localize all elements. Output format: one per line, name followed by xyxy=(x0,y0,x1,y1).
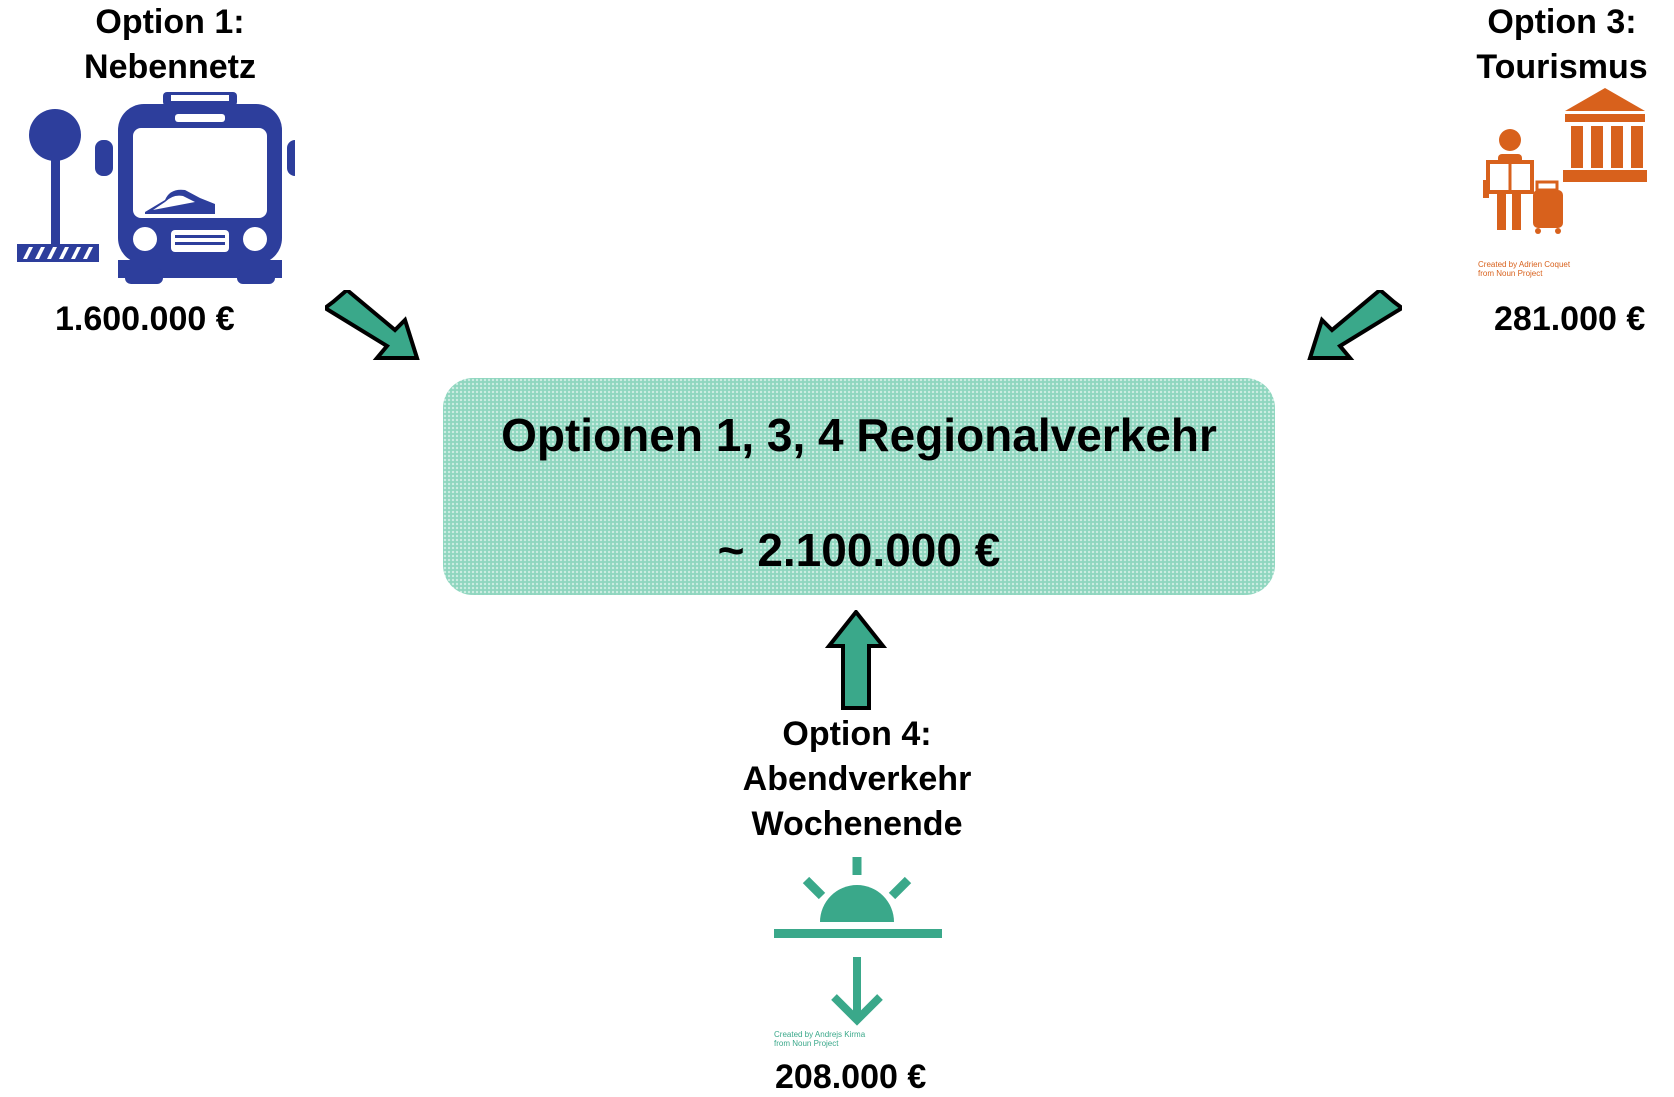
sunset-icon xyxy=(774,857,942,1026)
tourist-icon xyxy=(1483,129,1563,234)
option3-credit: Created by Adrien Coquet from Noun Proje… xyxy=(1478,260,1570,278)
option3-credit-line2: from Noun Project xyxy=(1478,269,1543,278)
option4-label-line1: Option 4: xyxy=(782,715,932,753)
option4-label-line3: Wochenende xyxy=(751,805,963,843)
result-amount: ~ 2.100.000 € xyxy=(717,524,1001,576)
arrow-option1-to-result xyxy=(325,290,420,360)
option3-label: Option 3: Tourismus xyxy=(1450,0,1674,90)
option3-amount: 281.000 € xyxy=(1494,300,1646,338)
option3-label-line2: Tourismus xyxy=(1476,48,1648,86)
option3-credit-line1: Created by Adrien Coquet xyxy=(1478,260,1571,269)
option4-credit: Created by Andrejs Kirma from Noun Proje… xyxy=(774,1030,865,1048)
option3-label-line1: Option 3: xyxy=(1487,3,1637,41)
bus-stop-curb xyxy=(17,244,99,262)
option1-label-line1: Option 1: xyxy=(95,3,245,41)
bus-stop-pole xyxy=(51,152,60,252)
result-box: Optionen 1, 3, 4 Regionalverkehr ~ 2.100… xyxy=(443,378,1275,595)
arrow-option3-to-result xyxy=(1307,290,1402,360)
option1-label: Option 1: Nebennetz xyxy=(60,0,280,90)
option4-credit-line2: from Noun Project xyxy=(774,1039,839,1048)
option4-credit-line1: Created by Andrejs Kirma xyxy=(774,1030,866,1039)
option1-amount: 1.600.000 € xyxy=(55,300,235,338)
bus-stop-sign xyxy=(29,109,81,161)
result-title: Optionen 1, 3, 4 Regionalverkehr xyxy=(501,409,1217,461)
bus-body xyxy=(95,92,295,284)
museum-icon xyxy=(1563,88,1647,182)
option4-amount: 208.000 € xyxy=(775,1058,927,1096)
bus-stop-icon xyxy=(17,92,295,284)
arrow-option4-to-result xyxy=(825,610,887,710)
tourist-museum-icon xyxy=(1483,88,1647,234)
option1-label-line2: Nebennetz xyxy=(84,48,256,86)
option4-label-line2: Abendverkehr xyxy=(742,760,972,798)
option4-label: Option 4: Abendverkehr Wochenende xyxy=(707,712,1007,847)
